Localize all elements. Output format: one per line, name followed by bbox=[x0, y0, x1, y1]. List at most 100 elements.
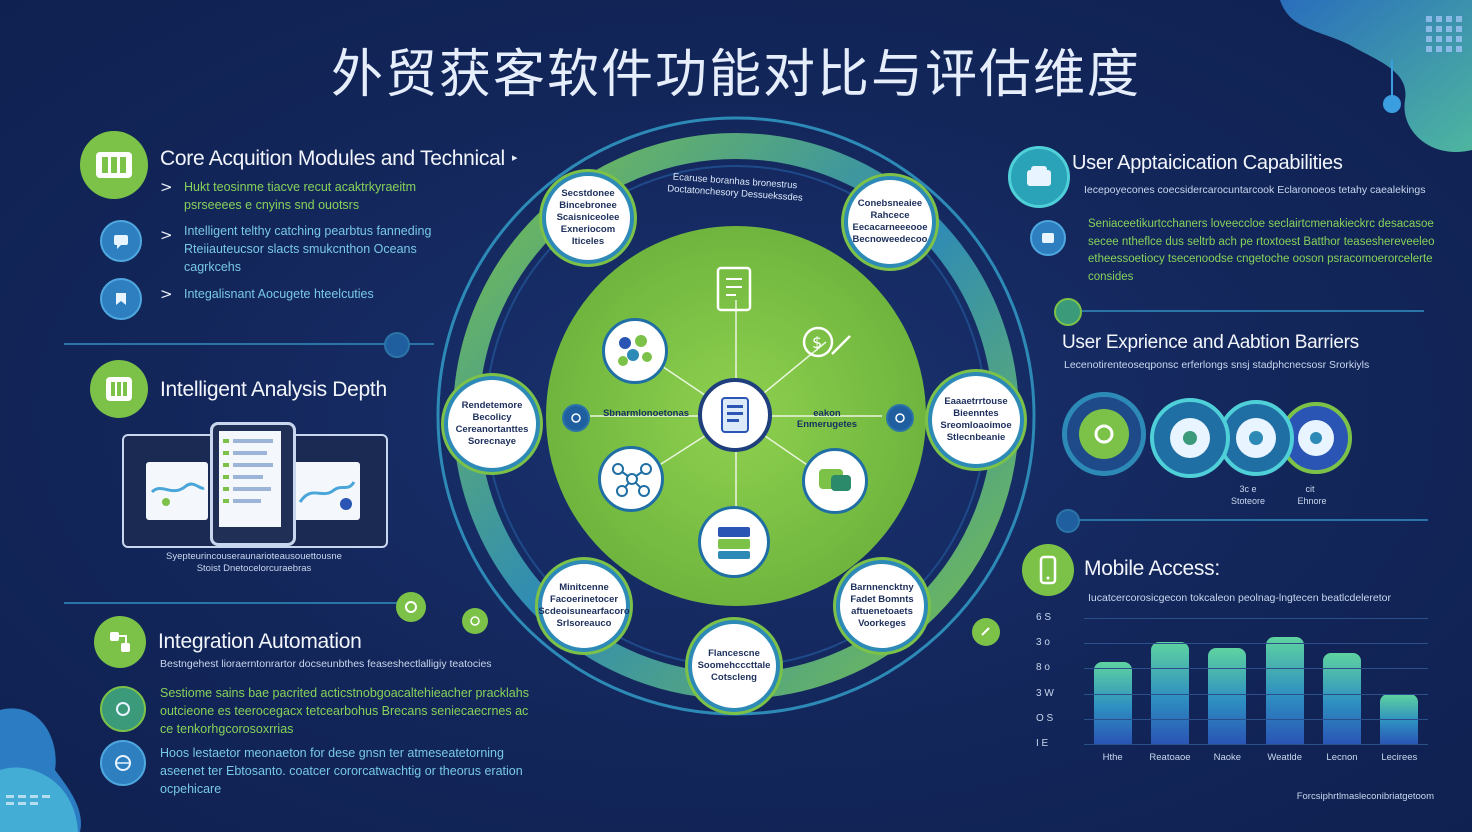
integration-item-1: Sestiome sains bae pacrited acticstnobgo… bbox=[160, 686, 529, 736]
chart-bar bbox=[1265, 636, 1304, 744]
globe-icon bbox=[100, 740, 146, 786]
core-item-2: Intelligent telthy catching pearbtus fan… bbox=[184, 224, 432, 274]
section-heading-ux-barriers: User Exprience and Aabtion Barriers bbox=[1062, 332, 1359, 353]
chart-category-label: Lecnon bbox=[1326, 752, 1358, 763]
section-heading-integration: Integration Automation bbox=[158, 630, 362, 653]
connector-dot bbox=[1056, 509, 1080, 533]
ux-barriers-subtitle: Lecenotirenteoseqponsc erferlongs snsj s… bbox=[1064, 359, 1370, 371]
chart-ytick-label: I E bbox=[1036, 738, 1049, 749]
node-right[interactable]: Eaaaetrrtouse Bieenntes Sreomloaoimoe St… bbox=[928, 372, 1024, 468]
ux-circle-1 bbox=[1062, 392, 1146, 476]
user-apps-body: Seniaceetikurtcchaners loveeccloe seclai… bbox=[1088, 218, 1435, 283]
corner-blob-bottom-left bbox=[0, 708, 81, 832]
node-bottom-right[interactable]: Barnnencktny Fadet Bomnts aftuenetoaets … bbox=[836, 560, 928, 652]
molecule-network-icon bbox=[598, 446, 664, 512]
ux-circle-sub-2: cit bbox=[1305, 484, 1315, 494]
devices-caption-1: Syepteurincouseraunarioteausouettousne bbox=[166, 551, 342, 562]
server-icon bbox=[698, 506, 770, 578]
mobile-bar-chart: 6 S 3 o 8 o 3 W O S I E Hthe Reatoaoe Naoke Weatl… bbox=[1030, 612, 1430, 768]
chart-category-label: Weatlde bbox=[1267, 752, 1302, 763]
chart-gridline bbox=[1084, 643, 1428, 645]
modules-icon bbox=[80, 131, 148, 199]
chart-ytick-label: 3 W bbox=[1036, 687, 1054, 699]
chart-bar bbox=[1093, 662, 1132, 744]
expand-arrow-icon[interactable]: ▸ bbox=[512, 151, 518, 164]
chart-gridline bbox=[1084, 744, 1428, 745]
screen-panel-left bbox=[146, 462, 208, 520]
mobile-subtitle: Iucatcercorosicgecon tokcaleon peolnag-l… bbox=[1088, 592, 1391, 604]
network-cluster-icon bbox=[602, 318, 668, 384]
chart-ytick-label: O S bbox=[1036, 712, 1054, 724]
ux-circle-2 bbox=[1150, 398, 1230, 478]
user-apps-subtitle: Iecepoyecones coecsidercarocuntarcook Ec… bbox=[1084, 184, 1426, 196]
chevron-right-icon: > bbox=[160, 285, 173, 303]
hub-document-icon bbox=[698, 378, 772, 452]
mobile-icon bbox=[1022, 544, 1074, 596]
chart-category-label: Hthe bbox=[1102, 752, 1123, 763]
notebook-icon bbox=[714, 264, 756, 318]
divider bbox=[1070, 310, 1424, 312]
chart-footer: Forcsiphrtlmasleconibriatgetoom bbox=[1296, 791, 1434, 802]
chart-category-label: Lecirees bbox=[1381, 752, 1418, 763]
ux-circle-label-2: Ehnore bbox=[1297, 496, 1327, 506]
chart-bar bbox=[1323, 652, 1361, 744]
rotate-left-icon bbox=[562, 404, 590, 432]
chart-ytick-label: 8 o bbox=[1036, 662, 1050, 674]
chart-plot-area bbox=[1084, 618, 1428, 744]
chart-ytick-label: 6 S bbox=[1036, 612, 1052, 623]
rotate-right-icon bbox=[886, 404, 914, 432]
device-icon bbox=[1030, 220, 1066, 256]
connector-dot bbox=[1054, 298, 1082, 326]
section-heading-analysis: Intelligent Analysis Depth bbox=[160, 378, 387, 401]
svg-text:$: $ bbox=[812, 333, 822, 352]
devices-caption-2: Stoist Dnetocelorcuraebras bbox=[196, 563, 312, 574]
arrow-icon bbox=[972, 618, 1000, 646]
tablet-illustration bbox=[210, 422, 296, 546]
tag-icon bbox=[100, 278, 142, 320]
divider bbox=[64, 343, 434, 345]
divider bbox=[64, 602, 404, 604]
analysis-icon bbox=[90, 360, 148, 418]
screen-panel-right bbox=[292, 462, 360, 520]
chart-category-label: Naoke bbox=[1213, 752, 1242, 763]
chart-gridline bbox=[1084, 718, 1428, 720]
tablet-screen bbox=[219, 431, 281, 527]
refresh-icon bbox=[396, 592, 426, 622]
chat-bubble-icon bbox=[802, 448, 868, 514]
chat-icon bbox=[100, 220, 142, 262]
corner-blob-top-right bbox=[1280, 0, 1472, 152]
cloud-app-icon bbox=[1008, 146, 1070, 208]
gear-icon bbox=[100, 686, 146, 732]
page-title: 外贸获客软件功能对比与评估维度 bbox=[330, 45, 1141, 105]
core-item-1: Hukt teosinme tiacve recut acaktrkyraeit… bbox=[184, 180, 417, 212]
ux-circle-3 bbox=[1218, 400, 1294, 476]
divider bbox=[1074, 519, 1428, 521]
node-top-left[interactable]: Secstdonee Bincebronee Scaisniceolee Exn… bbox=[542, 172, 634, 264]
integration-item-2: Hoos lestaetor meonaeton for dese gnsn t… bbox=[160, 746, 523, 796]
node-bottom[interactable]: Flancescne Soomehcccttale Cotscleng bbox=[688, 620, 780, 712]
inner-label-left: Sbnarmlonoetonas bbox=[602, 408, 690, 419]
integration-subtitle: Bestngehest lioraerntonrartor docseunbth… bbox=[160, 658, 492, 670]
connector-dot bbox=[384, 332, 410, 358]
integration-icon bbox=[94, 616, 146, 668]
ux-circle-label-1: Stoteore bbox=[1230, 496, 1266, 506]
core-item-3: Integalisnant Aocugete hteelcuties bbox=[184, 287, 374, 301]
refresh-icon bbox=[462, 608, 488, 634]
ux-circle-sub-1: 3c e bbox=[1239, 484, 1257, 494]
section-heading-mobile: Mobile Access: bbox=[1084, 557, 1220, 580]
chart-category-label: Reatoaoe bbox=[1149, 752, 1191, 763]
money-hand-icon: $ bbox=[792, 320, 856, 372]
node-left[interactable]: Rendetemore Becolicy Cereanortanttes Sor… bbox=[444, 376, 540, 472]
chevron-right-icon: > bbox=[160, 226, 173, 244]
chart-gridline bbox=[1084, 668, 1428, 670]
section-heading-user-apps: User Apptaicication Capabilities bbox=[1072, 152, 1343, 174]
inner-label-right: eakon Enmerugetes bbox=[796, 408, 858, 430]
chevron-right-icon: > bbox=[160, 178, 173, 196]
chart-gridline bbox=[1084, 693, 1428, 695]
chart-ytick-label: 3 o bbox=[1036, 637, 1050, 649]
chart-bar bbox=[1151, 641, 1189, 744]
node-top-right[interactable]: Conebsneaiee Rahcece Eecacarneeeooe Becn… bbox=[844, 176, 936, 268]
node-bottom-left[interactable]: Minitcenne Facoerinetocer Scdeoisunearfa… bbox=[538, 560, 630, 652]
chart-gridline bbox=[1084, 618, 1428, 619]
